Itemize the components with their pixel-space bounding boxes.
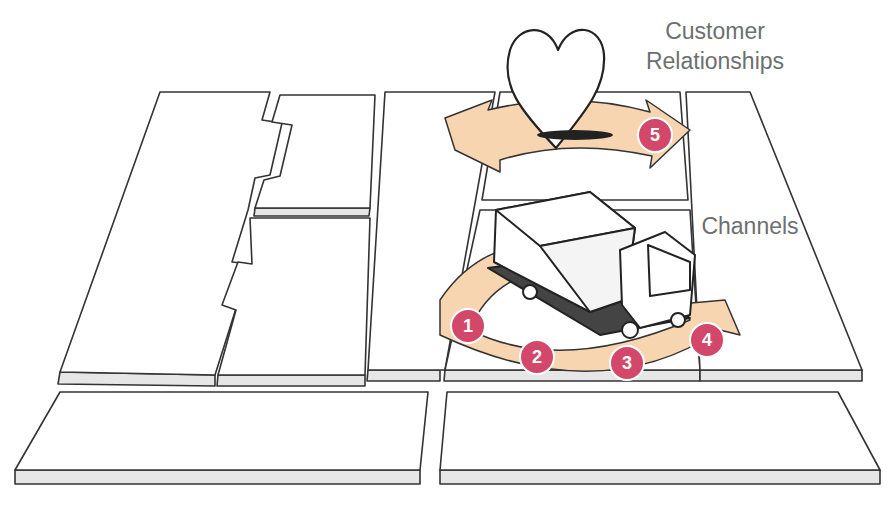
block-title: Customer Relationships — [632, 16, 798, 76]
callout-number: 3 — [609, 345, 645, 381]
callout-number: 1 — [450, 308, 486, 344]
block-title: Channels — [700, 211, 800, 241]
callout-number: 5 — [637, 117, 673, 153]
callout-number: 4 — [689, 322, 725, 358]
callout-number: 2 — [519, 339, 555, 375]
